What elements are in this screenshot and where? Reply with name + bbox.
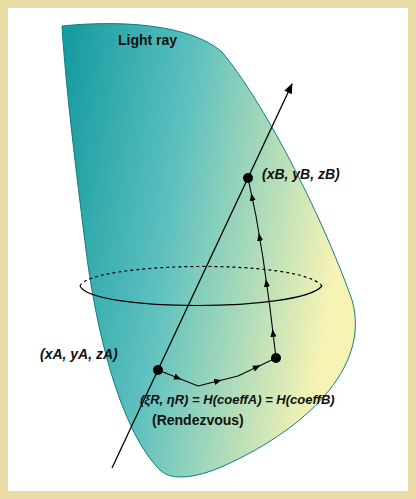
search-path: [158, 178, 276, 386]
path-step: [198, 381, 218, 386]
point-a: [153, 365, 163, 375]
rendezvous-label: (Rendezvous): [152, 412, 244, 429]
light-ray: [112, 84, 292, 468]
ray-label: Light ray: [118, 32, 177, 49]
path-step: [252, 197, 256, 216]
ellipse-back: [80, 266, 322, 286]
path-step: [260, 237, 264, 258]
path-step: [238, 367, 257, 376]
ellipse-front: [80, 286, 322, 306]
frame: [4, 4, 412, 495]
path-step: [218, 376, 238, 381]
point-b: [243, 173, 253, 183]
ray-line: [112, 84, 292, 468]
path-step: [270, 308, 273, 333]
path-step: [263, 258, 267, 283]
surface: [62, 24, 355, 477]
path-step: [267, 283, 271, 308]
path-step: [178, 378, 198, 386]
rendezvous-formula: (ξR, ηR) = H(coeffA) = H(coeffB): [140, 392, 335, 408]
coordinate-label: (xB, yB, zB): [262, 166, 340, 183]
points: [153, 173, 281, 375]
coordinate-label: (xA, yA, zA): [40, 346, 118, 363]
rendezvous-point: [271, 353, 281, 363]
path-step: [256, 216, 260, 237]
